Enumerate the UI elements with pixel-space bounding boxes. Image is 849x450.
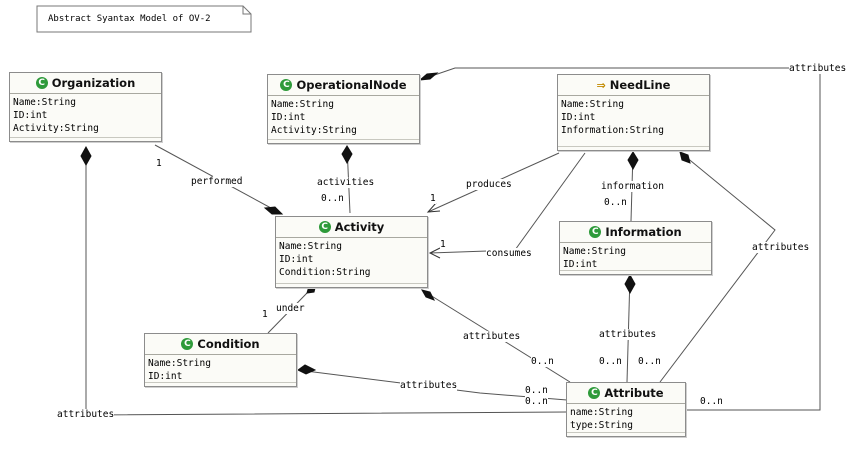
class-information[interactable]: C Information Name:String ID:int xyxy=(559,221,712,275)
arrow-consumes xyxy=(428,247,441,259)
label-cond-attributes: attributes xyxy=(400,380,458,391)
class-divider xyxy=(560,270,711,271)
class-condition[interactable]: C Condition Name:String ID:int xyxy=(144,333,297,387)
class-icon: C xyxy=(280,79,293,91)
class-divider xyxy=(567,432,685,433)
diamond-activities xyxy=(341,145,353,165)
label-activities-mult: 0..n xyxy=(321,193,344,204)
label-org-attributes-mult: 0..n xyxy=(525,396,548,407)
label-consumes-mult: 1 xyxy=(440,239,446,250)
class-attribute: Name:String xyxy=(561,99,624,110)
label-node-attributes-mult: 0..n xyxy=(700,396,723,407)
diagram-title-note: Abstract Syantax Model of OV-2 xyxy=(48,14,211,24)
label-produces: produces xyxy=(466,179,512,190)
class-attribute: Activity:String xyxy=(13,123,99,134)
label-act-attributes-mult: 0..n xyxy=(531,356,554,367)
label-cond-attributes-mult: 0..n xyxy=(525,385,548,396)
class-attribute: ID:int xyxy=(279,254,314,265)
class-name: Activity xyxy=(334,220,385,234)
label-need-attributes: attributes xyxy=(752,242,810,253)
enumeration-icon: ⇒ xyxy=(596,78,606,92)
diamond-org-attributes xyxy=(80,145,92,167)
class-attributes: Name:String ID:int Activity:String xyxy=(10,94,161,135)
class-attribute: ID:int xyxy=(563,259,598,270)
label-act-attributes: attributes xyxy=(463,331,521,342)
class-header: ⇒ NeedLine xyxy=(558,75,709,96)
class-attribute: Name:String xyxy=(148,358,211,369)
diamond-information xyxy=(627,151,639,171)
class-name: Information xyxy=(605,225,682,239)
class-divider xyxy=(10,137,161,138)
class-name: Attribute xyxy=(604,386,664,400)
diamond-cond-attributes xyxy=(297,364,317,375)
label-activities: activities xyxy=(317,177,375,188)
class-operational-node[interactable]: C OperationalNode Name:String ID:int Act… xyxy=(267,74,420,144)
class-attribute: type:String xyxy=(570,420,633,431)
class-icon: C xyxy=(589,226,602,238)
class-attribute: Condition:String xyxy=(279,267,371,278)
label-information-mult: 0..n xyxy=(604,197,627,208)
class-activity[interactable]: C Activity Name:String ID:int Condition:… xyxy=(275,216,428,288)
class-divider xyxy=(268,139,419,140)
class-attributes: Name:String ID:int Activity:String xyxy=(268,96,419,137)
class-attribute: Information:String xyxy=(561,125,664,136)
label-node-attributes: attributes xyxy=(789,63,847,74)
class-icon: C xyxy=(588,387,601,399)
label-info-attributes: attributes xyxy=(599,329,657,340)
class-name: OperationalNode xyxy=(296,78,407,92)
class-attributes: Name:String ID:int Information:String xyxy=(558,96,709,137)
label-performed-mult: 1 xyxy=(156,158,162,169)
label-info-attributes-mult: 0..n xyxy=(599,356,622,367)
label-consumes: consumes xyxy=(486,248,532,259)
class-divider xyxy=(276,283,427,284)
class-attribute: ID:int xyxy=(561,112,596,123)
label-under: under xyxy=(276,303,305,314)
label-under-mult: 1 xyxy=(262,309,268,320)
class-attributes: name:String type:String xyxy=(567,404,685,432)
class-attribute: ID:int xyxy=(13,110,48,121)
label-performed: performed xyxy=(191,176,243,187)
class-icon: C xyxy=(181,338,194,350)
class-divider xyxy=(145,382,296,383)
note-fold xyxy=(242,6,251,15)
class-attribute: Name:String xyxy=(563,246,626,257)
class-attribute: Name:String xyxy=(279,241,342,252)
class-attribute: ID:int xyxy=(148,371,183,382)
diamond-need-attributes xyxy=(679,151,691,164)
class-attributes: Name:String ID:int xyxy=(560,243,711,271)
class-attributes: Name:String ID:int xyxy=(145,355,296,383)
diamond-act-attributes xyxy=(420,289,436,301)
class-attribute: name:String xyxy=(570,407,633,418)
class-header: C Attribute xyxy=(567,383,685,404)
class-attribute: Name:String xyxy=(271,99,334,110)
diamond-performed xyxy=(263,206,284,215)
class-header: C Activity xyxy=(276,217,427,238)
diamond-node-attributes xyxy=(418,72,439,81)
class-header: C Condition xyxy=(145,334,296,355)
class-icon: C xyxy=(35,77,48,89)
label-org-attributes: attributes xyxy=(57,409,115,420)
label-information: information xyxy=(601,181,664,192)
class-icon: C xyxy=(318,221,331,233)
class-attribute-box[interactable]: C Attribute name:String type:String xyxy=(566,382,686,437)
class-header: C Information xyxy=(560,222,711,243)
note-shape xyxy=(36,5,252,33)
label-produces-mult: 1 xyxy=(430,193,436,204)
arrow-produces xyxy=(426,202,441,213)
class-attribute: Activity:String xyxy=(271,125,357,136)
class-name: Organization xyxy=(51,76,136,90)
class-attribute: Name:String xyxy=(13,97,76,108)
class-divider xyxy=(558,146,709,147)
diamond-info-attributes xyxy=(624,273,636,295)
class-name: Condition xyxy=(197,337,260,351)
class-needline[interactable]: ⇒ NeedLine Name:String ID:int Informatio… xyxy=(557,74,710,151)
class-attribute: ID:int xyxy=(271,112,306,123)
class-header: C Organization xyxy=(10,73,161,94)
label-need-attributes-mult: 0..n xyxy=(638,356,661,367)
edge-need-attributes xyxy=(659,151,776,383)
class-name: NeedLine xyxy=(609,78,671,92)
class-header: C OperationalNode xyxy=(268,75,419,96)
class-attributes: Name:String ID:int Condition:String xyxy=(276,238,427,279)
class-organization[interactable]: C Organization Name:String ID:int Activi… xyxy=(9,72,162,142)
